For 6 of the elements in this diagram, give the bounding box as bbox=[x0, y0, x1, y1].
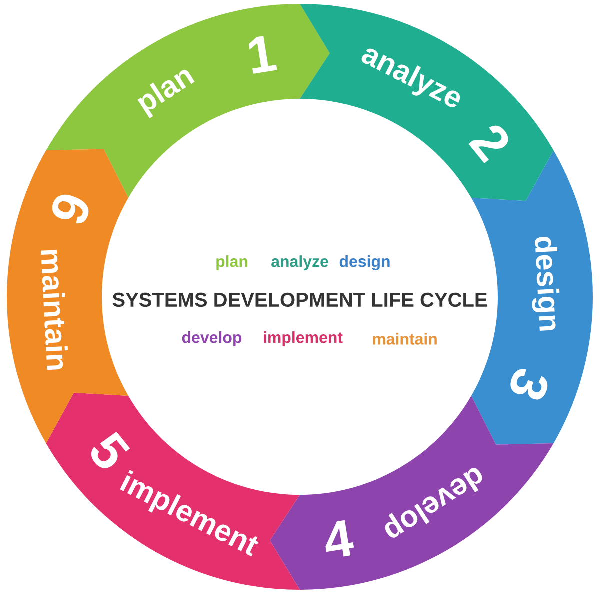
step-label: implement bbox=[264, 332, 343, 346]
step-label: develop bbox=[182, 332, 242, 346]
step-label: design bbox=[340, 256, 390, 270]
step-label: maintain bbox=[373, 333, 437, 345]
step-label: plan bbox=[216, 256, 248, 270]
step-label: analyze bbox=[272, 256, 328, 270]
